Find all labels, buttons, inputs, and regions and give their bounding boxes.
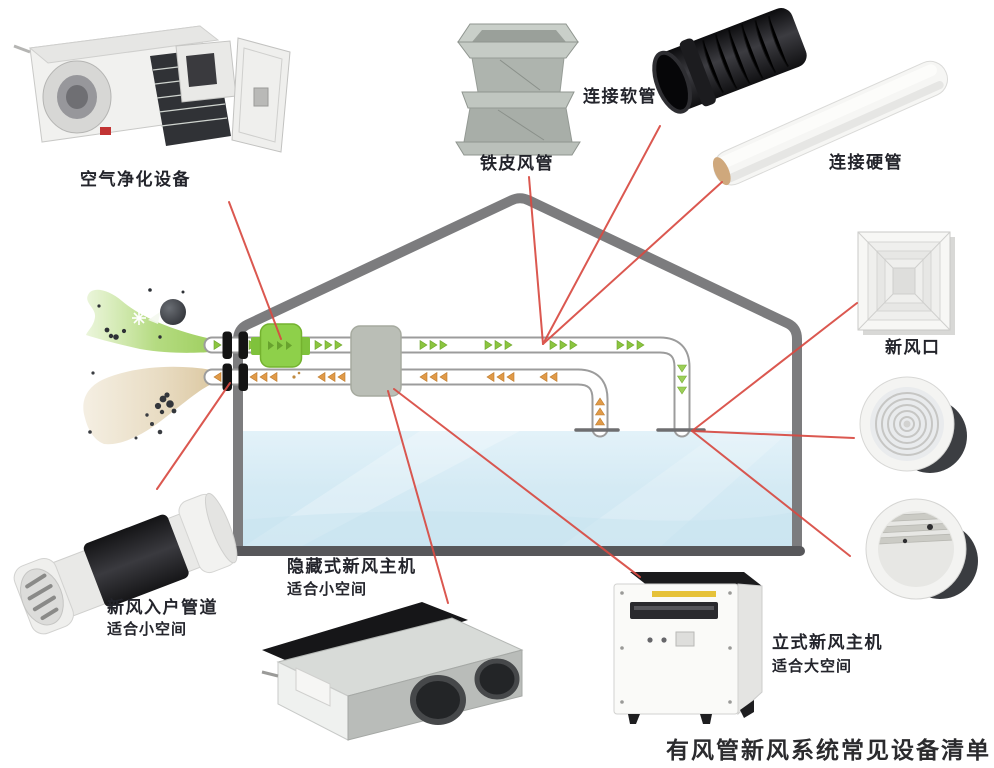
inline-host-box [350,325,402,397]
line-box-to-hidden-host [387,390,449,604]
label-hidden-host-note: 适合小空间 [287,581,368,598]
annotation-lines [156,125,858,604]
line-box-to-vertical-host [393,388,641,578]
house-interior [243,431,793,547]
hidden-host-image [261,602,524,741]
dust-specks [97,288,185,340]
line-diffuser-to-outlet [691,430,855,439]
label-soft-pipe: 连接软管 [583,87,657,106]
line-hard-pipe-to-duct [542,181,723,345]
line-connector-to-entry-pipe [156,382,231,490]
exhaust-air-stream [83,366,212,445]
dust-particle-large [160,299,186,325]
line-square-vent-to-outlet [691,302,858,432]
dust-specks-2 [88,371,163,440]
label-air-purifier: 空气净化设备 [80,170,191,189]
hard-pipe-image [712,60,948,186]
louver-slats [879,512,953,545]
fresh-air-stream [86,288,212,353]
snowflake-particle [132,311,146,325]
label-vertical-host: 立式新风主机 [772,633,883,652]
line-soft-pipe-to-duct [542,125,661,345]
soft-pipe-image [652,8,807,114]
metal-duct-image [455,23,581,156]
label-fresh-air-outlet: 新风口 [885,338,941,357]
exhaust-duct [203,368,609,438]
label-vertical-host-note: 适合大空间 [772,658,853,675]
house-outline [229,193,805,556]
exhaust-flow-arrows [213,371,605,426]
label-entry-pipe-note: 适合小空间 [107,621,188,638]
purifier-valve [100,127,111,135]
label-hard-pipe: 连接硬管 [829,153,903,172]
dust-cluster [154,392,177,415]
line-metal-duct-to-duct [528,176,544,345]
round-diffuser-image [859,376,967,473]
purifier-unit-chevrons [268,341,292,350]
label-hidden-host: 隐藏式新风主机 [287,557,417,576]
label-metal-duct: 铁皮风管 [480,154,554,173]
line-purifier-label-to-unit [228,201,282,340]
air-purifier-image [13,25,291,153]
louver-vent-image [865,498,978,600]
line-louver-to-outlet [691,430,851,557]
entry-pipe-image [13,492,238,635]
inline-purifier-unit [251,323,310,368]
host-label-strip [652,591,716,597]
label-entry-pipe: 新风入户管道 [107,598,218,617]
square-vent-image [857,231,955,335]
page-title: 有风管新风系统常见设备清单 [666,737,991,763]
vertical-host-image [613,572,763,724]
